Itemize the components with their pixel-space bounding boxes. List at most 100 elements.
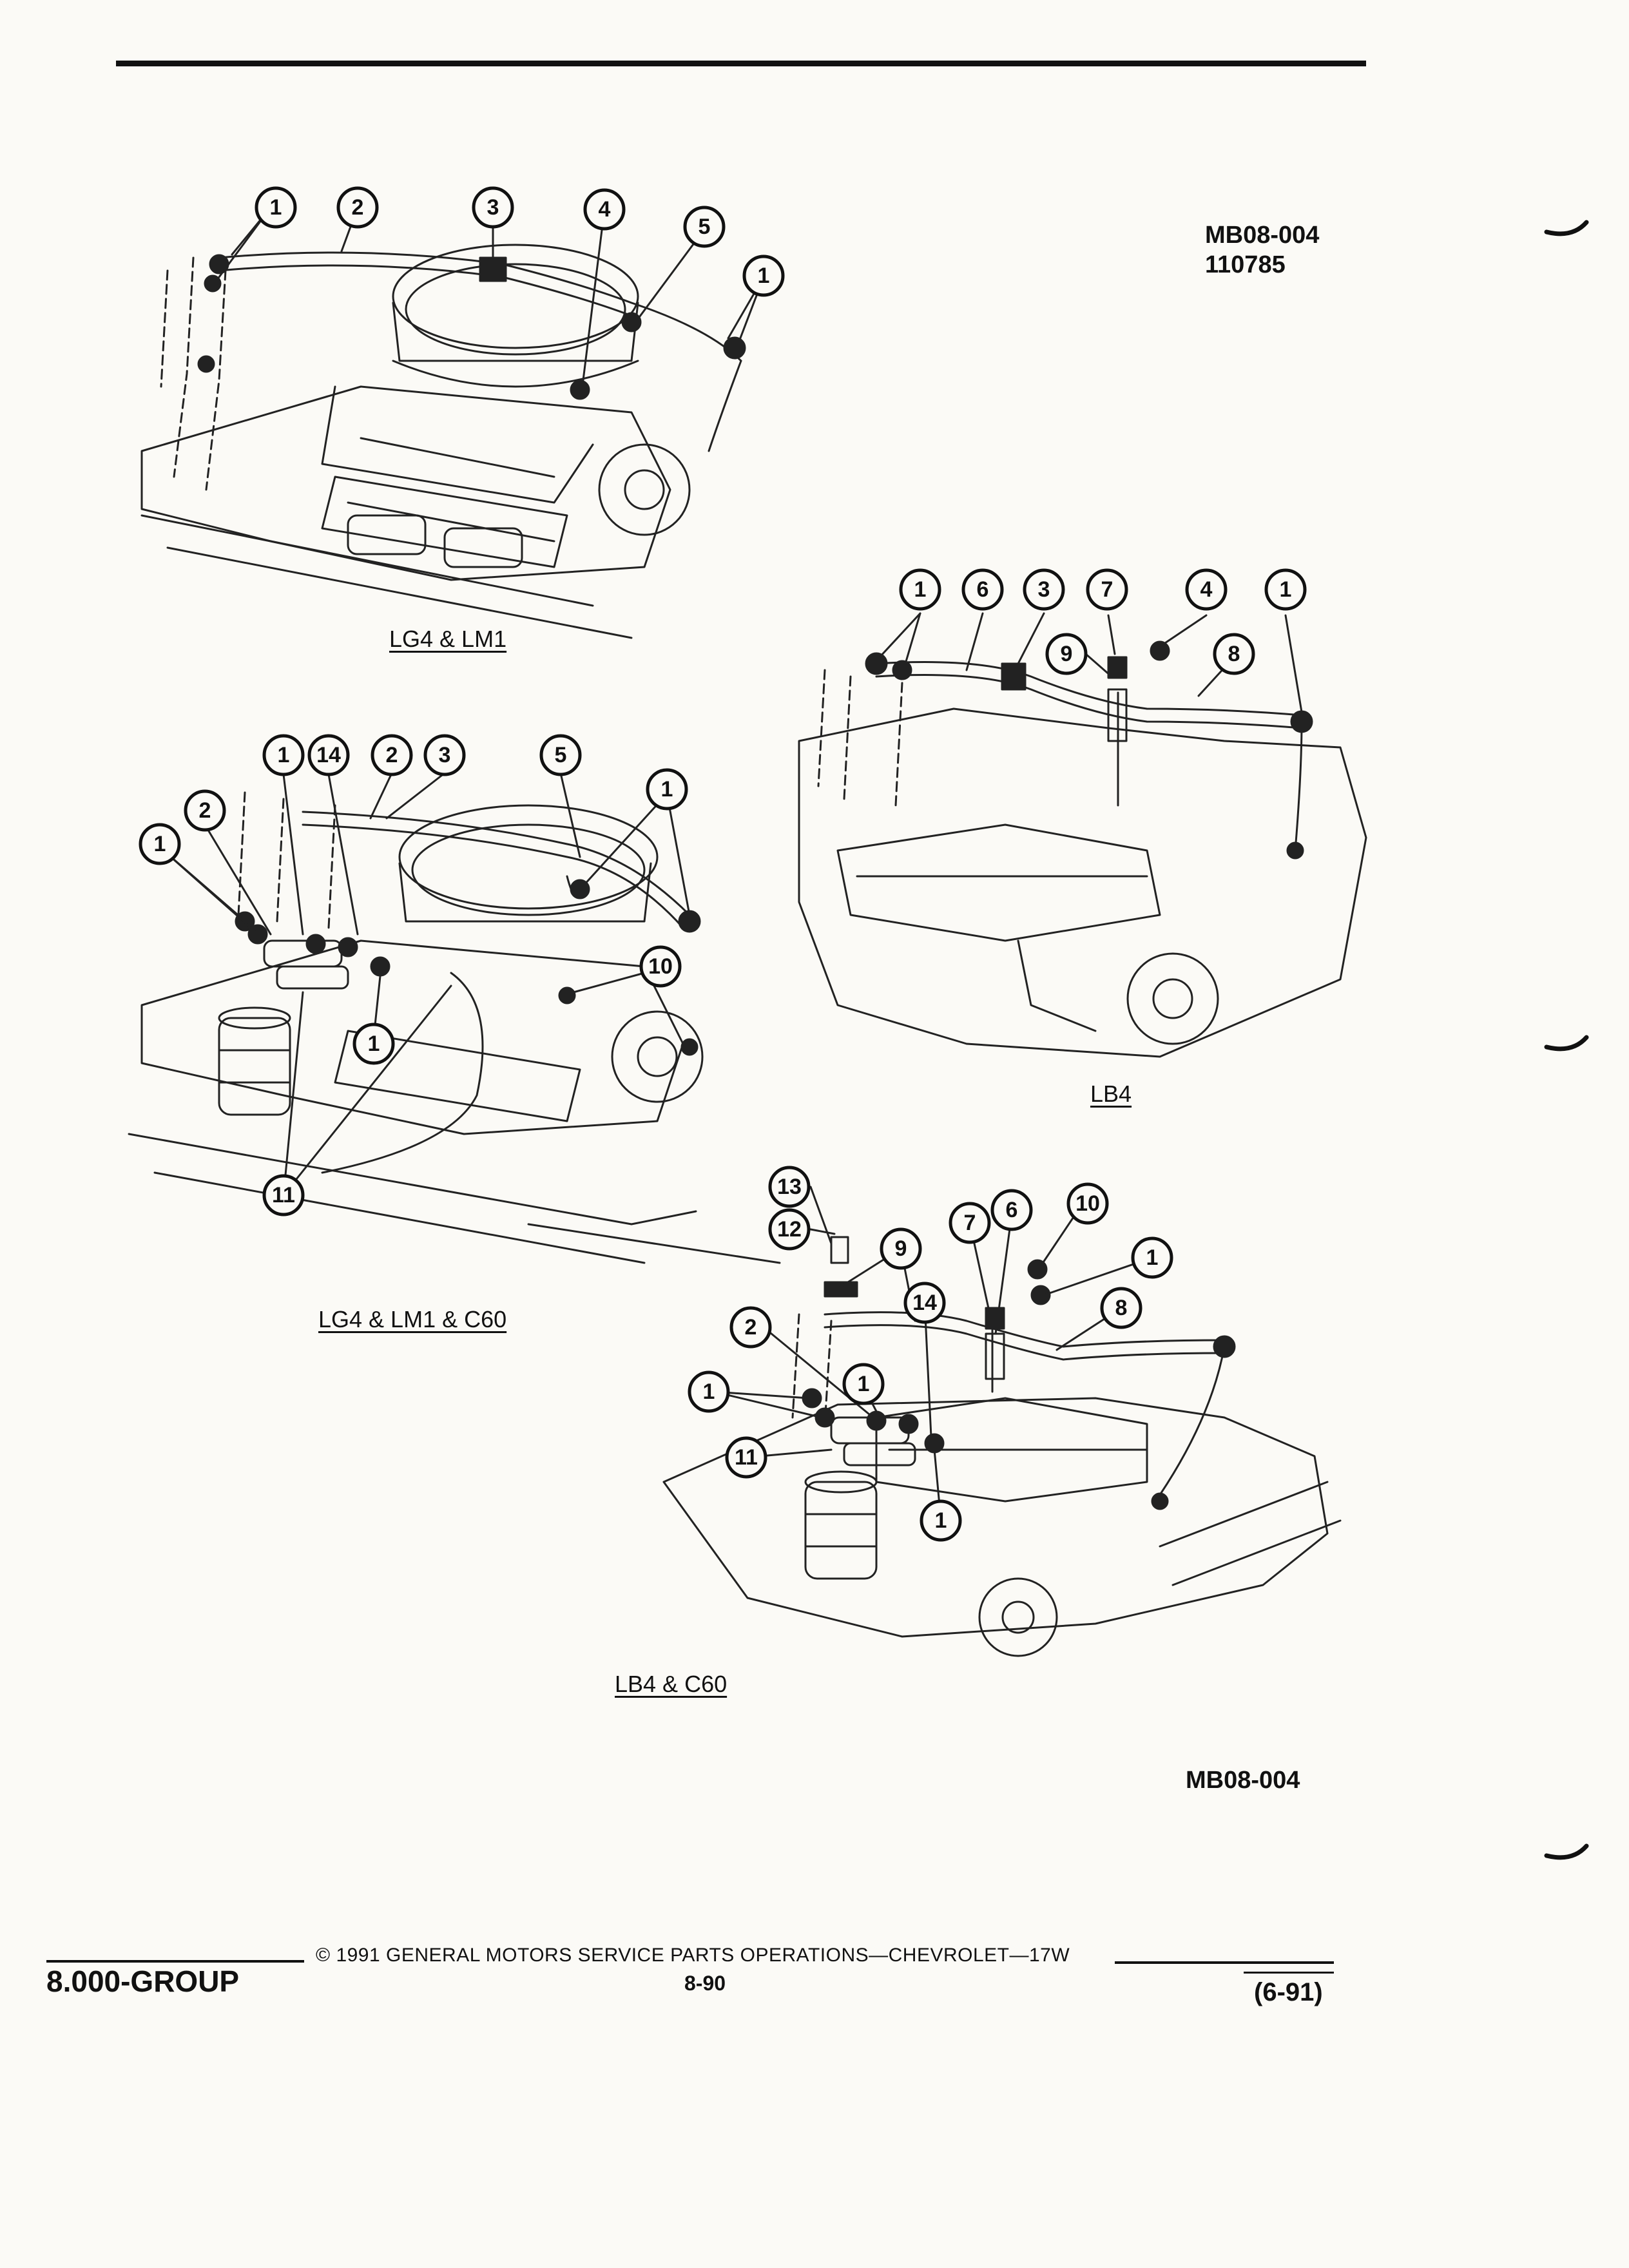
footer-page-number: 8-90 <box>684 1972 726 1995</box>
binder-marks <box>1544 220 1589 1860</box>
figure-lb4-c60-drawing <box>662 1186 1342 1657</box>
callout-circle <box>423 734 466 776</box>
callout-circle <box>352 1023 395 1065</box>
callout-number: 7 <box>964 1211 976 1235</box>
callout-circle <box>1185 568 1228 611</box>
callout-number: 5 <box>699 215 711 239</box>
callout-circle <box>307 734 350 776</box>
callout-number: 9 <box>895 1236 907 1261</box>
callout-number: 1 <box>278 743 290 767</box>
callout-number: 13 <box>777 1175 802 1199</box>
callout-number: 1 <box>270 195 282 220</box>
callout-number: 1 <box>1146 1245 1159 1270</box>
callout-circle <box>990 1189 1033 1231</box>
callout-circle <box>371 734 413 776</box>
figure-lg4-lm1-drawing <box>140 206 765 639</box>
callout-circle <box>725 1436 767 1479</box>
callout-number: 1 <box>154 832 166 856</box>
callout-number: 8 <box>1115 1296 1128 1320</box>
callout-number: 1 <box>661 777 673 802</box>
callout-number: 2 <box>745 1315 757 1340</box>
callout-number: 7 <box>1101 577 1113 602</box>
callout-number: 6 <box>1006 1198 1018 1222</box>
callout-number: 1 <box>758 264 770 288</box>
callout-circle <box>262 734 305 776</box>
callout-number: 2 <box>199 798 211 823</box>
caption-lg4-lm1: LG4 & LM1 <box>389 626 507 652</box>
reference-code-block: MB08-004 110785 <box>1205 220 1319 280</box>
callout-circle <box>139 823 181 865</box>
callout-circle <box>768 1166 811 1208</box>
callout-number: 3 <box>1038 577 1050 602</box>
figure-lb4-drawing <box>798 612 1367 1058</box>
callout-number: 8 <box>1228 642 1240 666</box>
callout-circle <box>583 188 626 231</box>
callout-circle <box>472 186 514 229</box>
callout-number: 14 <box>912 1291 937 1315</box>
callout-circle <box>1100 1287 1142 1329</box>
callout-number: 10 <box>1075 1191 1100 1216</box>
callout-number: 1 <box>858 1372 870 1396</box>
caption-lb4-c60: LB4 & C60 <box>615 1671 728 1697</box>
callout-number: 4 <box>1200 577 1213 602</box>
callout-number: 2 <box>352 195 364 220</box>
callout-number: 14 <box>316 743 341 767</box>
callout-circle <box>184 789 226 832</box>
callout-number: 1 <box>368 1032 380 1056</box>
callout-circle <box>1264 568 1307 611</box>
callout-number: 11 <box>272 1183 295 1207</box>
callout-circle <box>1131 1236 1173 1279</box>
top-rule <box>116 61 1366 66</box>
callout-circle <box>336 186 379 229</box>
callout-circle <box>1045 633 1088 675</box>
reference-code: MB08-004 <box>1205 222 1320 249</box>
footer-rule-revision <box>1244 1972 1334 1974</box>
reference-code-bottom: MB08-004 <box>1186 1767 1300 1794</box>
reference-date: 110785 <box>1205 251 1286 278</box>
callout-number: 3 <box>487 195 499 220</box>
callout-circle <box>688 1370 730 1413</box>
callout-number: 9 <box>1061 642 1073 666</box>
callout-circle <box>729 1306 772 1349</box>
callout-circle <box>539 734 582 776</box>
footer-group-label: 8.000-GROUP <box>46 1965 240 1998</box>
callout-number: 6 <box>977 577 989 602</box>
callout-number: 10 <box>648 954 673 979</box>
callout-circle <box>742 255 785 297</box>
footer-revision: (6-91) <box>1254 1978 1323 2006</box>
callout-circle <box>683 206 726 248</box>
callout-circle <box>920 1499 962 1542</box>
callout-circle <box>639 945 682 988</box>
footer-rule-right <box>1115 1961 1334 1964</box>
callout-number: 1 <box>914 577 927 602</box>
callout-circle <box>949 1202 991 1244</box>
callout-circle <box>1086 568 1128 611</box>
callout-circle <box>1213 633 1255 675</box>
callout-circle <box>903 1282 946 1324</box>
caption-lb4: LB4 <box>1090 1081 1132 1107</box>
callout-number: 12 <box>777 1217 802 1242</box>
callout-circle <box>880 1227 922 1270</box>
callout-number: 4 <box>599 197 611 222</box>
callout-circle <box>842 1363 885 1405</box>
callout-circle <box>255 186 297 229</box>
callout-number: 1 <box>1280 577 1292 602</box>
callout-number: 2 <box>386 743 398 767</box>
footer-copyright: © 1991 GENERAL MOTORS SERVICE PARTS OPER… <box>316 1945 1070 1966</box>
callout-circle <box>961 568 1004 611</box>
callout-number: 3 <box>439 743 451 767</box>
figure-lg4-lm1-c60-drawing <box>128 772 781 1264</box>
callout-circle <box>768 1208 811 1251</box>
callout-number: 1 <box>935 1508 947 1533</box>
caption-lg4-lm1-c60: LG4 & LM1 & C60 <box>318 1306 507 1332</box>
callout-number: 5 <box>555 743 567 767</box>
callout-circle <box>1023 568 1065 611</box>
callout-number: 11 <box>735 1445 758 1470</box>
footer-rule-left <box>46 1960 304 1963</box>
callout-number: 1 <box>703 1379 715 1404</box>
callout-circle <box>646 768 688 811</box>
callout-circle <box>899 568 941 611</box>
callout-circle <box>262 1174 305 1216</box>
callout-circle <box>1066 1182 1109 1225</box>
